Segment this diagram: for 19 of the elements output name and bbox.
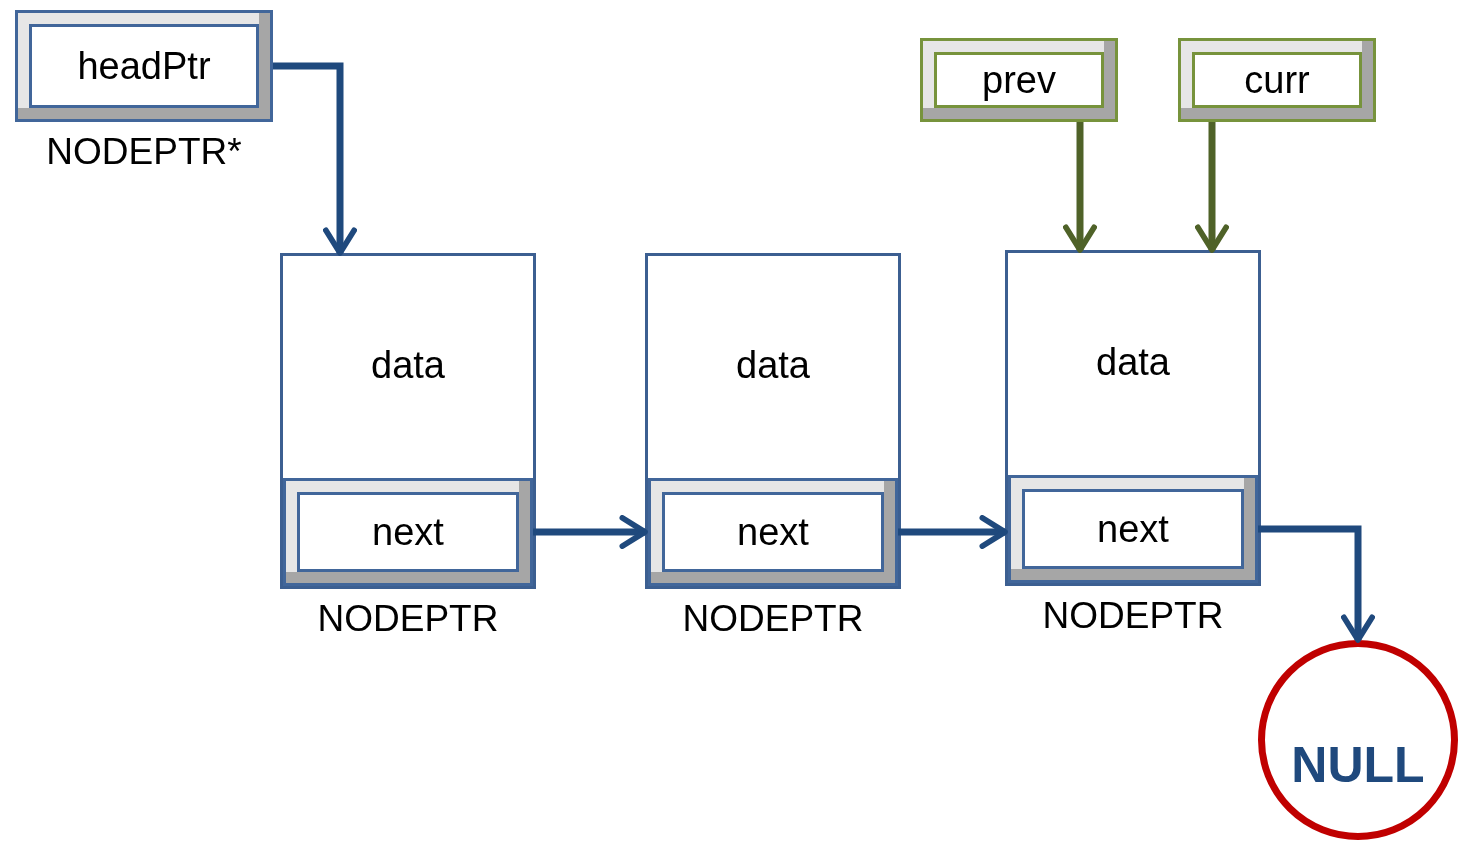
pointer-box (1178, 38, 1376, 122)
node-label: headPtr (77, 44, 211, 88)
node-label: curr (1244, 58, 1310, 102)
type-label: NODEPTR (317, 598, 499, 640)
node-label: next (1097, 507, 1169, 551)
node-label: data (1096, 341, 1170, 384)
node-label: next (737, 510, 809, 554)
next-field (1008, 475, 1258, 583)
node-label: data (371, 344, 445, 387)
next-field (283, 478, 533, 586)
node-label: NULL (1291, 736, 1425, 794)
type-label: NODEPTR* (46, 131, 242, 173)
next-field (648, 478, 898, 586)
type-label: NODEPTR (1042, 595, 1224, 637)
node-label: data (736, 344, 810, 387)
pointer-box (920, 38, 1118, 122)
node-label: prev (982, 58, 1056, 102)
node-label: next (372, 510, 444, 554)
type-label: NODEPTR (682, 598, 864, 640)
